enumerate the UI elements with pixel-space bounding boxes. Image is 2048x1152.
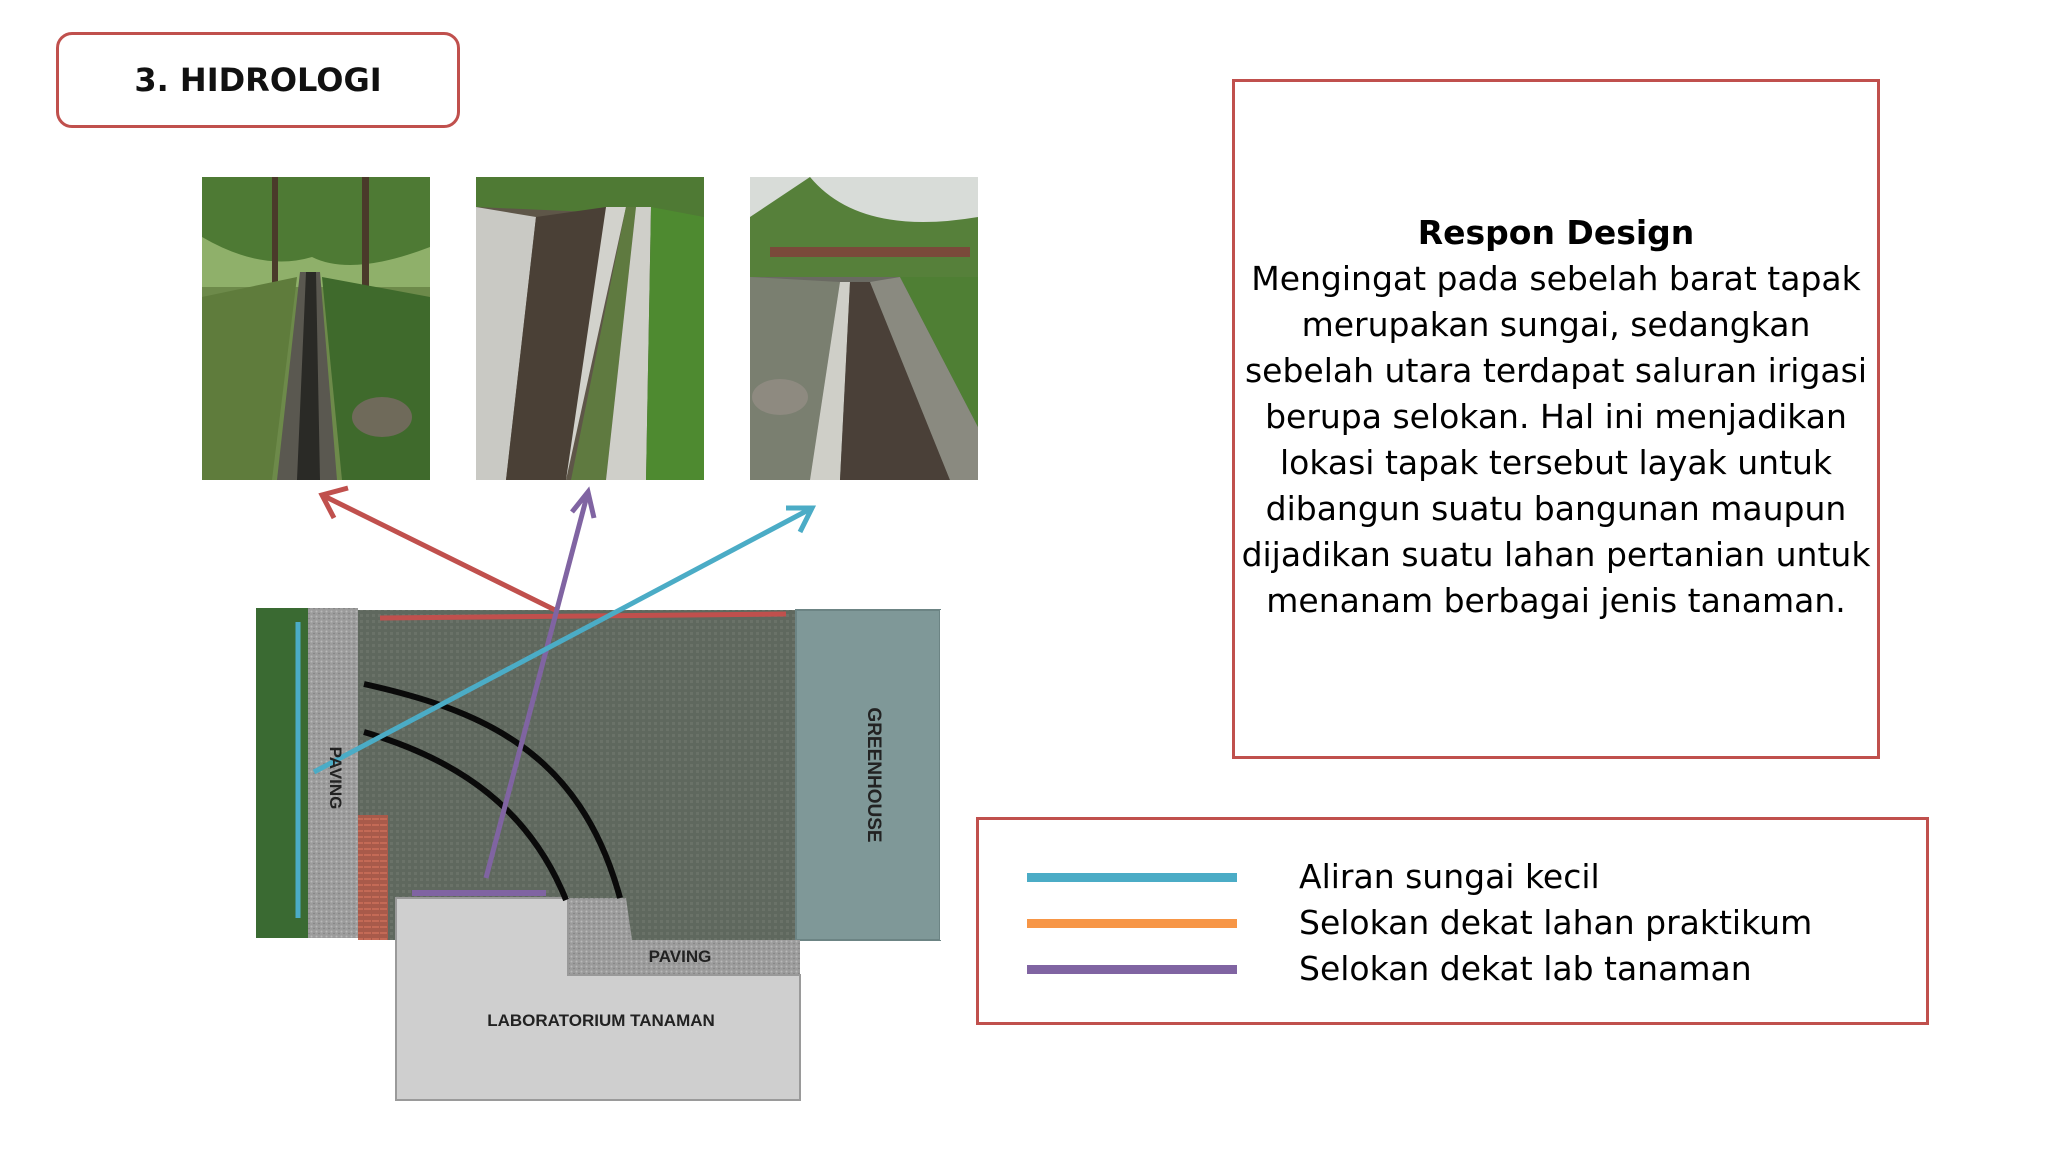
arrow-purple [483,491,591,879]
brick-patch [358,815,388,940]
respon-design-body: Mengingat pada sebelah barat tapak merup… [1241,259,1871,620]
paving-bottom-label: PAVING [649,947,712,966]
arrow-purple-head [570,486,597,519]
legend-label: Aliran sungai kecil [1299,857,1600,896]
legend-item: Aliran sungai kecil [979,854,1932,900]
legend-item: Selokan dekat lab tanaman [979,946,1932,992]
site-plan-diagram: PAVING GREENHOUSE PAVING LABORATORIUM TA… [256,485,960,1101]
greenhouse-label: GREENHOUSE [863,707,884,842]
arrow-blue-head [786,505,817,534]
footpath-curve-inner [363,729,569,902]
paving-left-label: PAVING [326,747,345,810]
legend-box: Aliran sungai kecil Selokan dekat lahan … [976,817,1929,1025]
laboratorium-label: LABORATORIUM TANAMAN [487,1011,715,1030]
respon-design-text: Respon Design Mengingat pada sebelah bar… [1240,210,1872,624]
field-drain-line [379,611,787,621]
respon-design-heading: Respon Design [1417,213,1695,252]
legend-item: Selokan dekat lahan praktikum [979,900,1932,946]
arrow-red [320,492,557,613]
drainage-photo-2 [476,177,704,480]
legend-swatch-field-drain [1027,919,1237,928]
respon-design-box [1232,79,1880,759]
greenhouse-block [795,609,941,941]
legend-label: Selokan dekat lab tanaman [1299,949,1752,988]
paving-strip-bottom [568,898,800,975]
legend-label: Selokan dekat lahan praktikum [1299,903,1813,942]
legend-swatch-lab-drain [1027,965,1237,974]
arrow-blue [312,505,814,775]
arrow-red-head [318,485,349,520]
legend-swatch-river [1027,873,1237,882]
drainage-photo-1 [202,177,430,480]
slide-title: 3. HIDROLOGI [56,32,460,128]
drainage-photo-3 [750,177,978,480]
